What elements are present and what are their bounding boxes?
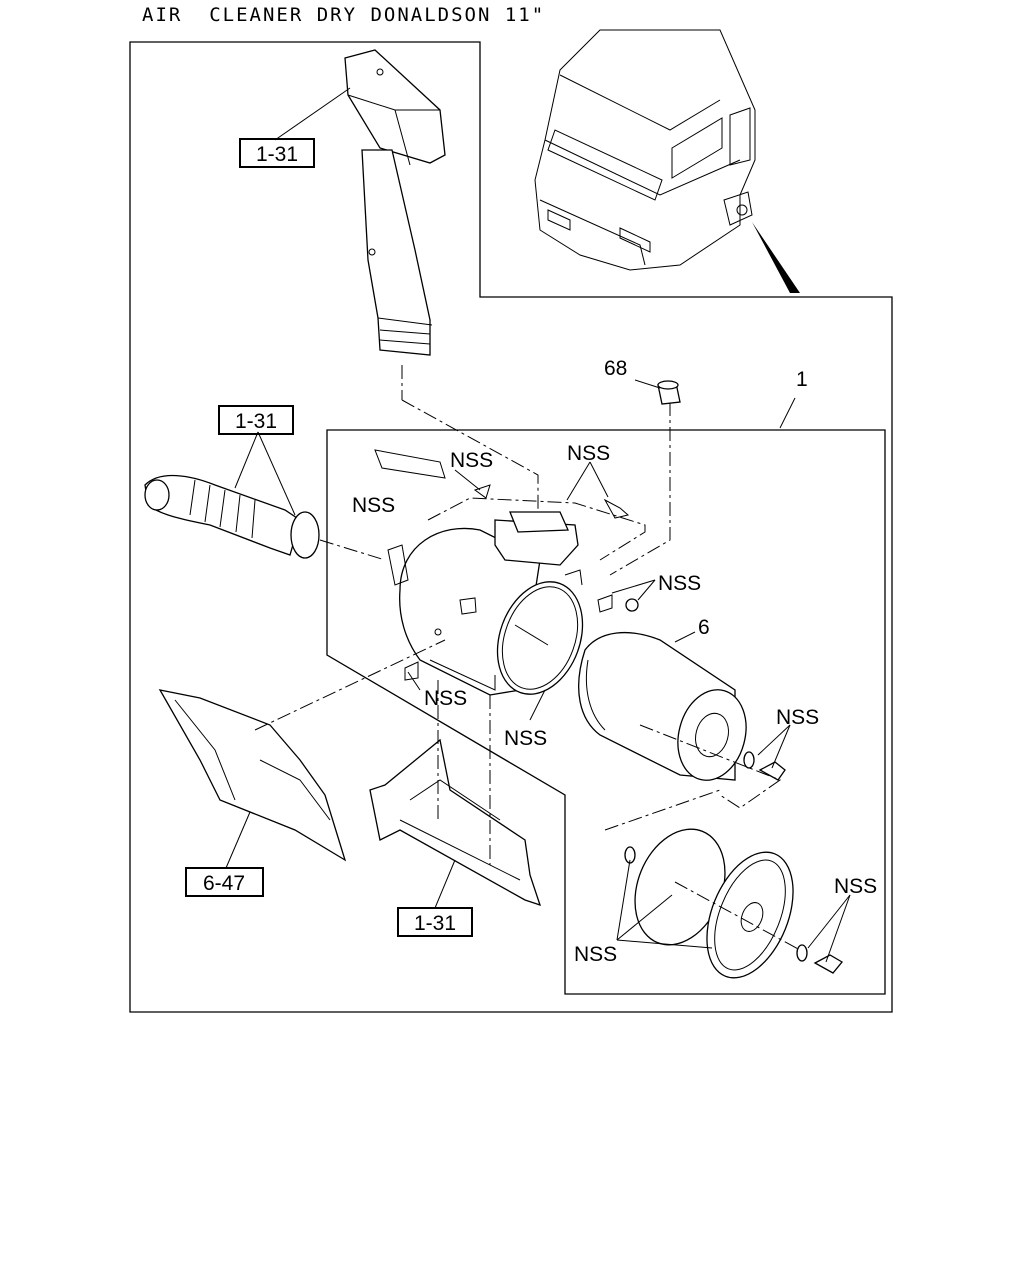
label-nss: NSS [352,494,395,517]
label-nss: NSS [567,442,610,465]
ref-box-6-47: 6-47 [185,867,264,897]
label-part-6: 6 [698,616,710,639]
intake-hose [144,474,320,559]
svg-text:1-31: 1-31 [414,912,456,935]
mounting-bracket-6-47 [158,639,446,862]
label-nss: NSS [424,687,467,710]
air-cleaner-housing [374,449,639,696]
truck-cab-inset [534,29,800,293]
ref-box-1-31-bottom: 1-31 [397,907,473,937]
filter-element [578,631,747,781]
svg-text:1-31: 1-31 [256,143,298,166]
upper-intake-duct [344,49,446,356]
assembly-frame [326,429,886,995]
label-part-1: 1 [796,368,808,391]
label-nss: NSS [658,572,701,595]
label-nss: NSS [450,449,493,472]
label-nss: NSS [574,943,617,966]
page-title: AIR CLEANER DRY DONALDSON 11" [142,4,546,26]
diagram-frame [129,41,893,1013]
label-nss: NSS [776,706,819,729]
cover-assembly [634,828,794,979]
label-part-68: 68 [604,357,627,380]
label-nss: NSS [504,727,547,750]
svg-text:6-47: 6-47 [203,872,245,895]
label-nss: NSS [834,875,877,898]
ref-box-1-31-left: 1-31 [218,405,294,435]
ref-box-1-31-top: 1-31 [239,138,315,168]
svg-text:1-31: 1-31 [235,410,277,433]
frame-bracket-1-31 [369,738,542,907]
